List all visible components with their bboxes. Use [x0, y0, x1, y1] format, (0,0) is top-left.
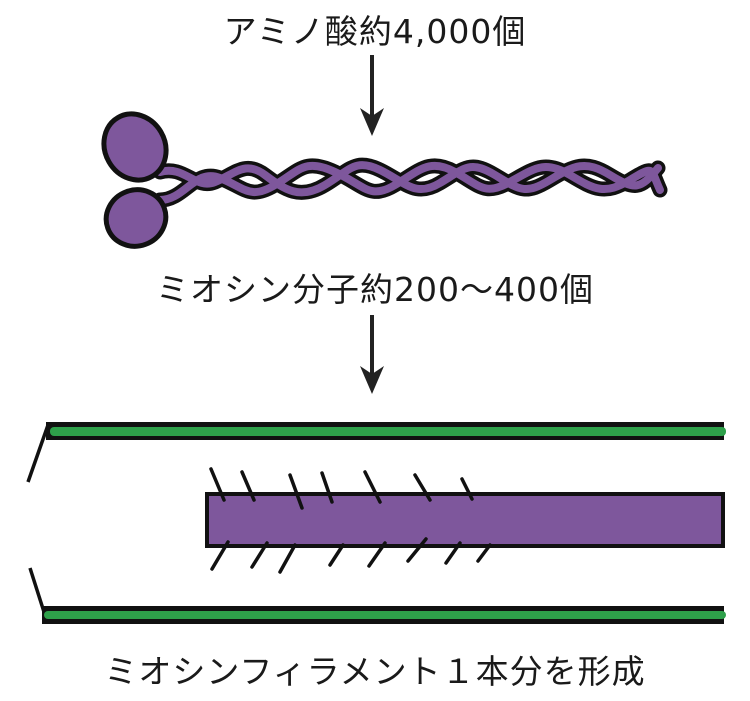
label-myosin-filament: ミオシンフィラメント１本分を形成: [104, 652, 646, 691]
label-myosin-molecules: ミオシン分子約200〜400個: [156, 270, 594, 309]
myosin-heads-top: [209, 467, 474, 510]
myosin-head-upper: [101, 111, 169, 183]
actin-filament-top: [26, 422, 726, 483]
arrow-down-1: [360, 55, 384, 136]
myosin-head-lower: [103, 187, 169, 249]
myosin-heads-bottom: [210, 537, 492, 574]
myosin-molecule: [101, 111, 668, 249]
myosin-filament: [205, 467, 725, 574]
arrow-down-2: [360, 315, 384, 394]
label-amino-acids: アミノ酸約4,000個: [223, 12, 527, 51]
actin-filament-bottom: [28, 567, 726, 624]
